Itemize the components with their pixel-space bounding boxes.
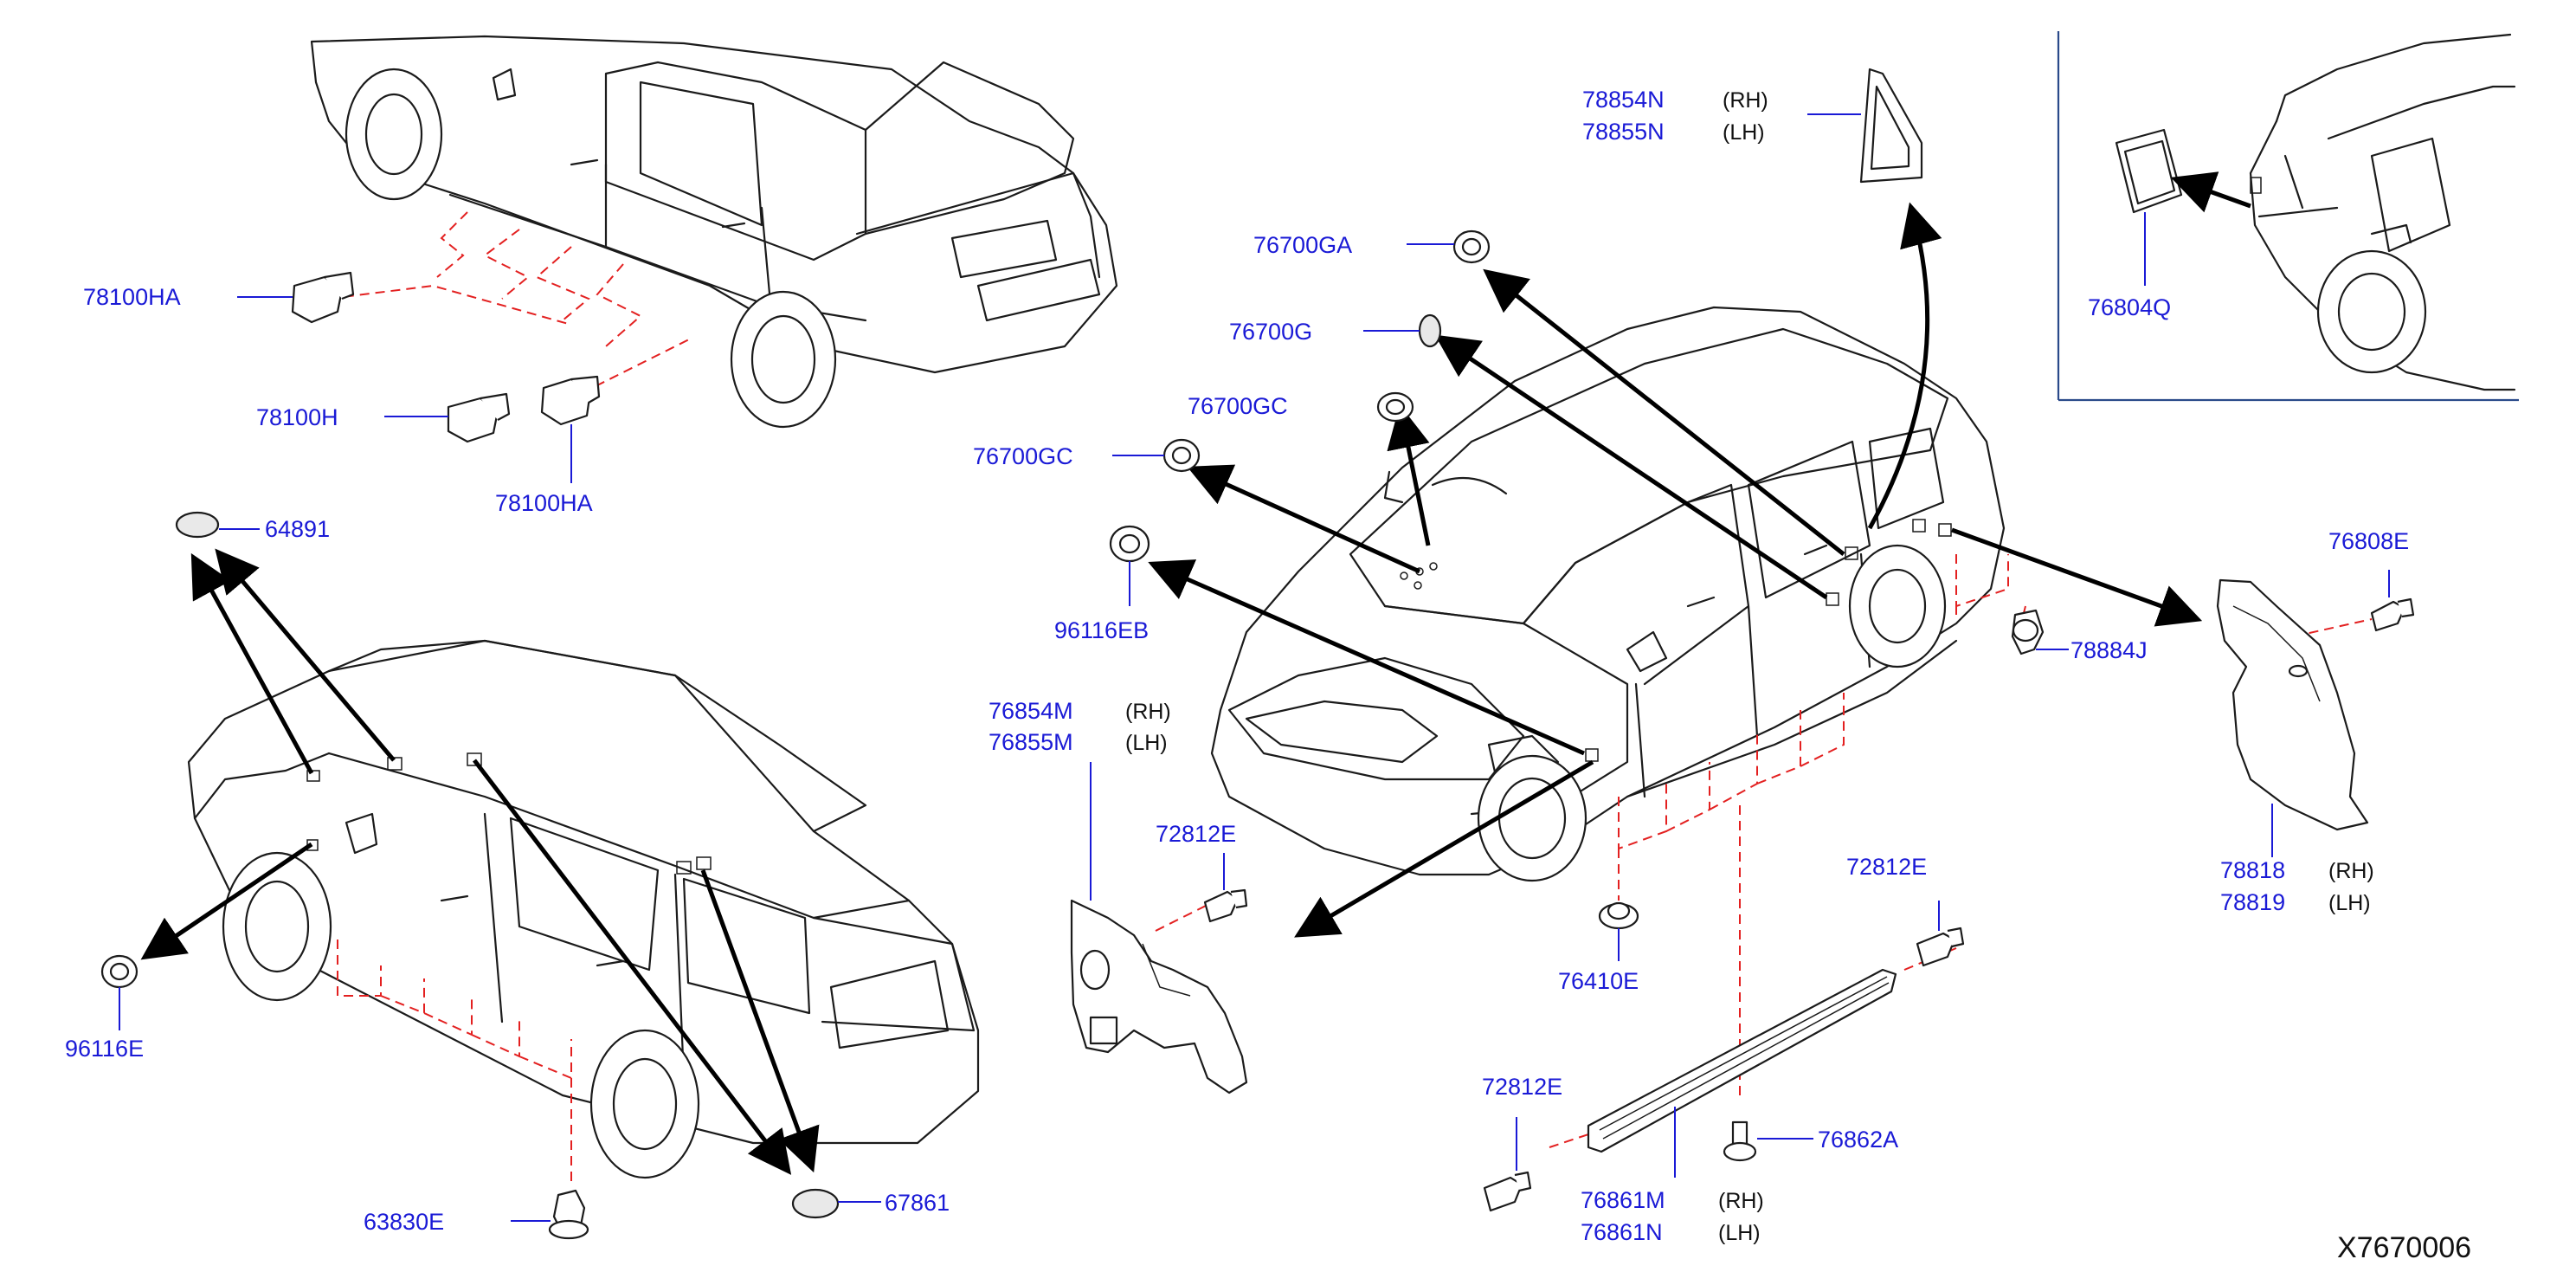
side-lh-76855M: (LH) bbox=[1125, 731, 1168, 755]
callout-96116EB: 96116EB bbox=[1054, 617, 1149, 643]
callout-76700GC-a: 76700GC bbox=[1188, 393, 1288, 419]
callout-78100HA-bottom: 78100HA bbox=[495, 490, 593, 516]
callout-76861M: 76861M bbox=[1581, 1187, 1665, 1213]
callout-72812E-a: 72812E bbox=[1156, 821, 1236, 847]
side-rh-76854M: (RH) bbox=[1125, 700, 1171, 724]
callout-64891: 64891 bbox=[265, 516, 330, 542]
callout-78100HA-top: 78100HA bbox=[83, 284, 181, 310]
clip-72812E-a bbox=[1203, 888, 1248, 923]
car-bottom-left bbox=[187, 639, 980, 1179]
callout-76855M: 76855M bbox=[989, 729, 1073, 755]
callout-67861: 67861 bbox=[885, 1190, 950, 1216]
callout-96116E: 96116E bbox=[65, 1036, 144, 1062]
side-rh-78854N: (RH) bbox=[1723, 88, 1768, 113]
grommet-76700GC-b bbox=[1162, 438, 1201, 473]
callout-76700G: 76700G bbox=[1229, 319, 1312, 345]
callout-76410E: 76410E bbox=[1558, 968, 1639, 994]
side-lh-78819: (LH) bbox=[2328, 891, 2371, 915]
callout-76862A: 76862A bbox=[1818, 1127, 1898, 1153]
inset-panel bbox=[2057, 31, 2519, 402]
callout-78854N: 78854N bbox=[1582, 87, 1665, 113]
callout-76808E: 76808E bbox=[2328, 528, 2409, 554]
clip-72812E-c bbox=[1483, 1171, 1532, 1212]
side-lh-78855N: (LH) bbox=[1723, 120, 1765, 145]
panel-78854N bbox=[1859, 68, 1923, 184]
bracket-76854M bbox=[1070, 899, 1248, 1095]
cover-76804Q bbox=[2115, 128, 2183, 214]
plug-64891 bbox=[175, 511, 220, 539]
arrows-bottom-left bbox=[140, 548, 820, 1175]
clip-78100HA-top bbox=[291, 271, 355, 324]
car-center bbox=[1210, 306, 2006, 882]
grommet-96116E bbox=[100, 954, 138, 989]
callout-76854M: 76854M bbox=[989, 698, 1073, 724]
clip-72812E-b bbox=[1916, 927, 1965, 967]
car-top-left bbox=[310, 35, 1118, 429]
callout-63830E: 63830E bbox=[364, 1209, 444, 1235]
callout-78884J: 78884J bbox=[2070, 637, 2148, 663]
plug-67861 bbox=[791, 1188, 840, 1219]
clip-78100H bbox=[447, 392, 511, 443]
callout-76700GC-b: 76700GC bbox=[973, 443, 1073, 469]
diagram-code: X7670006 bbox=[2337, 1231, 2471, 1264]
callout-72812E-c: 72812E bbox=[1482, 1074, 1562, 1100]
fastener-63830E bbox=[548, 1189, 589, 1240]
grommet-76700GA bbox=[1452, 229, 1491, 264]
side-rh-78818: (RH) bbox=[2328, 859, 2374, 883]
clip-78884J bbox=[2011, 609, 2045, 655]
guides-bottom-left bbox=[337, 940, 572, 1186]
callout-76861N: 76861N bbox=[1581, 1219, 1663, 1245]
side-lh-76861N: (LH) bbox=[1718, 1221, 1761, 1245]
callout-78819: 78819 bbox=[2220, 889, 2285, 915]
callout-78855N: 78855N bbox=[1582, 119, 1665, 145]
side-rh-76861M: (RH) bbox=[1718, 1189, 1764, 1213]
callout-76700GA: 76700GA bbox=[1253, 232, 1352, 258]
clip-76808E bbox=[2370, 597, 2415, 632]
grommet-96116EB bbox=[1109, 525, 1150, 563]
arrows-center bbox=[1148, 202, 2203, 938]
callout-78818: 78818 bbox=[2220, 857, 2285, 883]
clip-76410E bbox=[1598, 901, 1639, 930]
callout-78100H: 78100H bbox=[256, 404, 338, 430]
moulding-76861M bbox=[1587, 968, 1897, 1153]
screw-76862A bbox=[1723, 1120, 1757, 1162]
clip-78100HA-bottom bbox=[540, 375, 601, 426]
callout-76804Q: 76804Q bbox=[2088, 294, 2171, 320]
plug-76700G bbox=[1418, 313, 1442, 348]
mudguard-78818 bbox=[2216, 578, 2369, 831]
grommet-76700GC-a bbox=[1376, 391, 1414, 423]
guides-top-left bbox=[328, 211, 693, 408]
callout-72812E-b: 72812E bbox=[1846, 854, 1927, 880]
